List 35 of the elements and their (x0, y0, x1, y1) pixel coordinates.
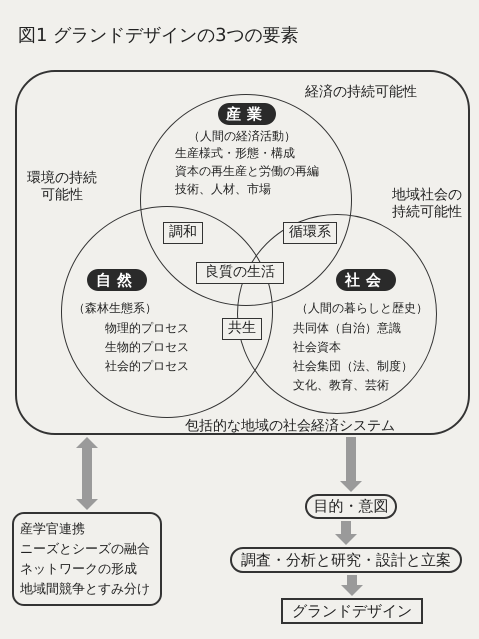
body-text: 社会資本 (293, 340, 341, 354)
body-text: 生物的プロセス (105, 340, 189, 354)
heading-badge: 自然 (87, 269, 147, 291)
body-text: （人間の経済活動） (188, 129, 296, 143)
note-box (12, 512, 162, 606)
body-text: 物理的プロセス (105, 321, 189, 335)
title: 図1 グランドデザインの3つの要素 (18, 24, 299, 48)
overlap-label: 調和 (163, 222, 203, 244)
body-text: （森林生態系） (73, 301, 157, 315)
body-text: 社会集団（法、制度） (293, 359, 413, 373)
body-text: 共同体（自治）意識 (293, 321, 401, 335)
body-text: （人間の暮らしと歴史） (296, 301, 428, 315)
list-item-text: 産学官連携 (20, 521, 86, 539)
frame-label: 環境の持続可能性 (26, 170, 98, 204)
step-pill: 調査・分析と研究・設計と立案 (230, 547, 462, 573)
heading-badge: 産業 (218, 103, 276, 125)
body-text: 技術、人材、市場 (175, 182, 271, 196)
heading-badge: 社会 (336, 269, 396, 291)
body-text: 社会的プロセス (105, 359, 189, 373)
body-text: 文化、教育、芸術 (293, 378, 389, 392)
frame-label: 包括的な地域の社会経済システム (185, 417, 395, 436)
block-arrow (335, 521, 357, 545)
frame-label: 地域社会の持続可能性 (391, 187, 463, 221)
list-item-text: ニーズとシーズの融合 (20, 541, 151, 559)
block-arrow (76, 437, 98, 510)
body-text: 生産様式・形態・構成 (175, 146, 295, 160)
list-item-text: 地域間競争とすみ分け (20, 581, 151, 599)
overlap-label: 循環系 (283, 222, 337, 244)
frame-label: 経済の持続可能性 (305, 83, 417, 102)
result-box: グランドデザイン (281, 598, 423, 624)
step-pill: 目的・意図 (305, 494, 397, 519)
block-arrow (340, 437, 362, 492)
list-item-text: ネットワークの形成 (20, 561, 138, 579)
block-arrow (341, 575, 363, 596)
body-text: 資本の再生産と労働の再編 (175, 164, 319, 178)
